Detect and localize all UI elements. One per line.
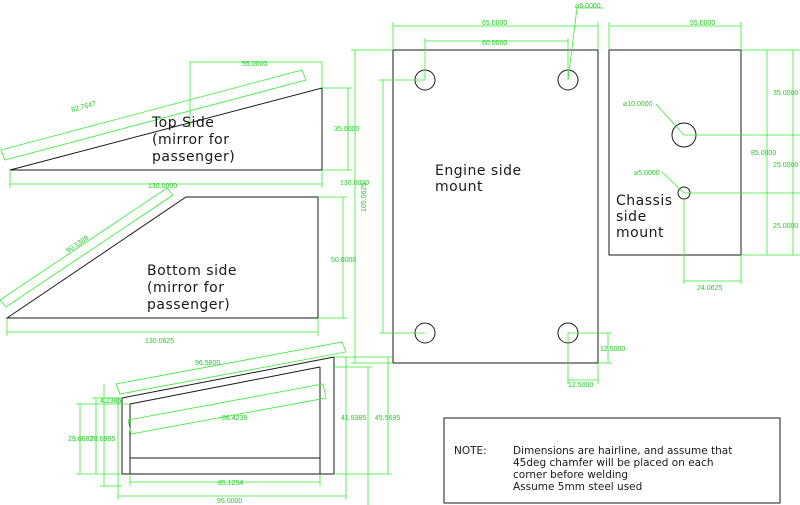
bottom-side-label-2: (mirror for — [147, 280, 224, 296]
top-side-diagonal-dim: 82.7647 — [71, 101, 97, 114]
side-view-left-a-dim: 29.6682 — [68, 436, 93, 443]
top-side-label-2: (mirror for — [152, 132, 229, 148]
note-heading: NOTE: — [454, 445, 487, 457]
bottom-side-height-dim: 50.0000 — [331, 257, 356, 264]
chassis-side-mount-part: 55.0000 35.0000 85.0000 25.0000 25.0000 … — [608, 20, 800, 292]
engine-mount-label-1: Engine side — [435, 163, 522, 179]
side-view-diag-dim: 86.4239 — [222, 415, 247, 422]
side-view-bottom-inner-dim: 85.1254 — [218, 480, 243, 487]
side-assembly-view: 96.5800 86.4239 85.1254 95.0000 29.6682 … — [68, 341, 400, 505]
note-line-2: 45deg chamfer will be placed on each — [513, 457, 714, 469]
side-view-top-dim: 96.5800 — [195, 360, 220, 367]
note-box-border — [443, 417, 781, 504]
bottom-side-label-3: passenger) — [147, 297, 230, 313]
top-side-bottom-width-dim: 130.0000 — [148, 183, 177, 190]
chassis-mount-width-dim: 55.0000 — [690, 20, 715, 27]
chassis-mount-outline — [608, 49, 742, 256]
note-line-3: corner before welding — [513, 469, 628, 481]
side-view-left-b-dim: 28.6985 — [90, 436, 115, 443]
chassis-mount-large-hole-dim: ⌀10.0000 — [623, 101, 653, 108]
top-side-height-dim: 35.0000 — [334, 126, 359, 133]
top-side-label-3: passenger) — [152, 149, 235, 165]
chassis-mount-upper-dim: 35.0000 — [773, 90, 798, 97]
engine-mount-edge-y-dim: 12.5000 — [600, 346, 625, 353]
engine-mount-outline — [392, 49, 599, 364]
top-side-part: 55.0000 35.0000 130.0000 82.7647 Top Sid… — [0, 61, 359, 190]
note-line-1: Dimensions are hairline, and assume that — [513, 445, 732, 457]
note-box: NOTE: Dimensions are hairline, and assum… — [443, 417, 781, 504]
side-view-right-b-dim: 45.5685 — [375, 415, 400, 422]
chassis-mount-label-2: side — [616, 209, 647, 225]
bottom-side-part: 50.0000 130.0625 90.1388 Bottom side (mi… — [0, 187, 356, 345]
engine-side-mount-part: 65.0000 60.0000 ⌀8.0000 130.0000 105.062… — [340, 3, 625, 389]
chassis-mount-lower-dim: 25.0000 — [773, 223, 798, 230]
top-side-top-width-dim: 55.0000 — [242, 61, 267, 68]
chassis-mount-small-hole-dim: ⌀5.0000 — [634, 170, 660, 177]
engine-mount-hole-v-spacing-dim: 105.0625 — [361, 183, 368, 212]
chassis-mount-mid-dim: 25.0000 — [773, 162, 798, 169]
engine-mount-width-dim: 65.0000 — [482, 20, 507, 27]
chassis-mount-label-1: Chassis — [616, 193, 673, 209]
top-side-label-1: Top Side — [151, 115, 214, 131]
top-side-outline — [9, 87, 323, 171]
note-line-4: Assume 5mm steel used — [513, 481, 642, 493]
engine-mount-edge-x-dim: 12.5000 — [568, 382, 593, 389]
side-view-bottom-dim: 95.0000 — [217, 498, 242, 505]
chassis-mount-height-total-dim: 85.0000 — [751, 150, 776, 157]
engine-mount-label-2: mount — [435, 179, 483, 195]
side-view-right-a-dim: 41.9385 — [341, 415, 366, 422]
side-view-small-dim: 4.2386 — [100, 398, 122, 405]
chassis-mount-offset-dim: 24.0625 — [697, 285, 722, 292]
bottom-side-label-1: Bottom side — [147, 263, 237, 279]
engine-mount-hole-dia-dim: ⌀8.0000 — [575, 3, 601, 10]
engine-mount-hole-spacing-dim: 60.0000 — [482, 40, 507, 47]
bottom-side-bottom-width-dim: 130.0625 — [145, 338, 174, 345]
bottom-side-diagonal-dim: 90.1388 — [65, 235, 90, 255]
chassis-mount-label-3: mount — [616, 225, 664, 241]
engine-mount-height-dim: 130.0000 — [340, 180, 369, 187]
